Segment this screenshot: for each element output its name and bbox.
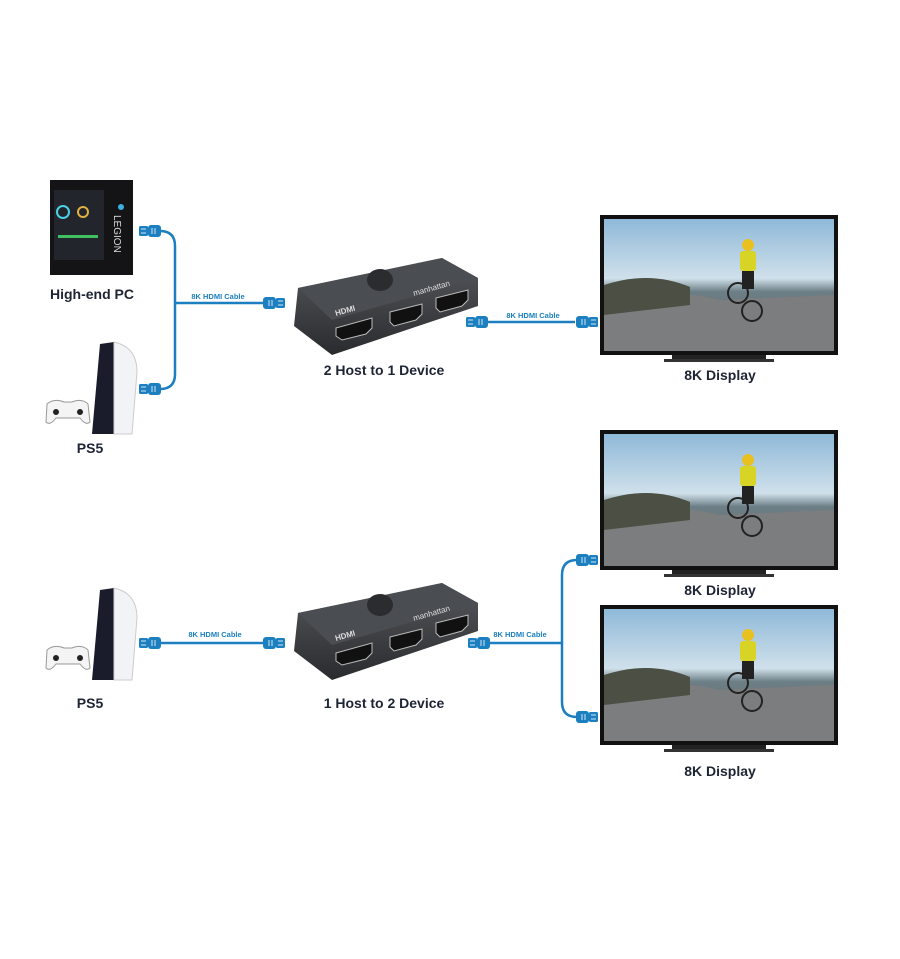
- switch-label: 2 Host to 1 Device: [323, 362, 445, 378]
- cable-label: 8K HDMI Cable: [506, 311, 560, 320]
- svg-text:LEGION: LEGION: [111, 215, 122, 253]
- source-label-pc: High-end PC: [50, 286, 134, 302]
- display-label: 8K Display: [684, 367, 756, 383]
- cable-label: 8K HDMI Cable: [493, 630, 547, 639]
- hdmi-switch-1x2: [293, 582, 479, 681]
- cable-label: 8K HDMI Cable: [191, 292, 245, 301]
- hdmi-switch-2x1: [293, 257, 479, 356]
- desktop-pc-icon: LEGION: [50, 180, 133, 275]
- display-label: 8K Display: [684, 763, 756, 779]
- switch-label: 1 Host to 2 Device: [323, 695, 445, 711]
- cable-bottom-out: [490, 558, 578, 719]
- source-label-ps5: PS5: [76, 695, 104, 711]
- tv-display-icon: [599, 214, 839, 363]
- cable-top-in: [159, 229, 263, 391]
- tv-display-icon: [599, 429, 839, 578]
- cable-label: 8K HDMI Cable: [188, 630, 242, 639]
- tv-display-icon: [599, 604, 839, 753]
- source-label-ps5: PS5: [76, 440, 104, 456]
- ps5-console-icon: [45, 587, 138, 681]
- ps5-console-icon: [45, 341, 138, 435]
- display-label: 8K Display: [684, 582, 756, 598]
